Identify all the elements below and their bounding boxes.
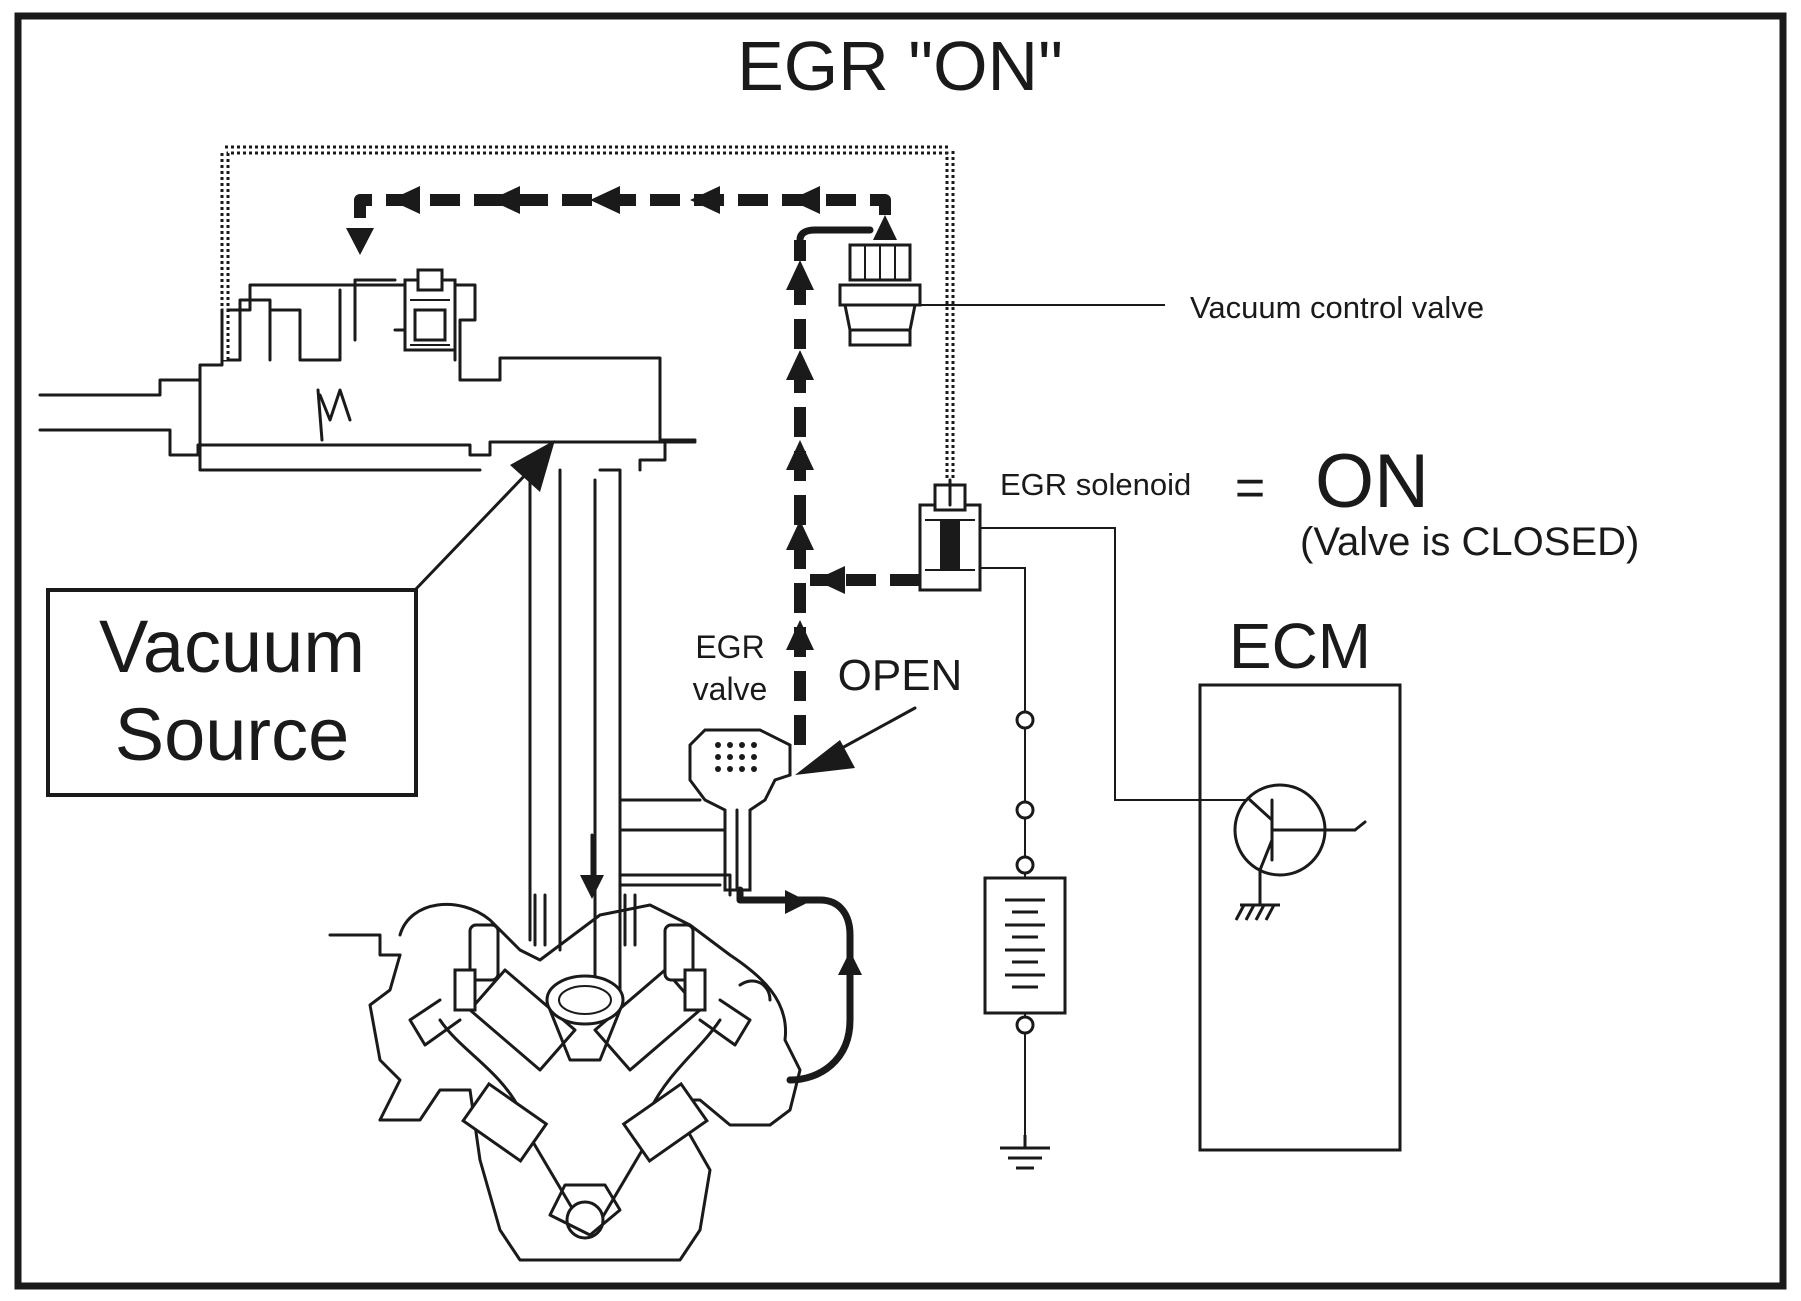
battery bbox=[983, 876, 1067, 1015]
ecm-label: ECM bbox=[1229, 610, 1371, 682]
engine-block bbox=[328, 893, 802, 1262]
vacuum-source-box bbox=[46, 588, 418, 797]
egr-solenoid bbox=[918, 478, 1250, 1135]
diagram-frame bbox=[14, 12, 1787, 1290]
vacuum-control-valve bbox=[838, 243, 1165, 347]
egr-valve bbox=[618, 728, 862, 1084]
vacuum-source-label-line2: Source bbox=[115, 693, 349, 776]
ground-symbol bbox=[1000, 1135, 1050, 1170]
intake-runners bbox=[528, 438, 722, 1002]
left-bank-injector bbox=[408, 893, 547, 1047]
valve-state-note: (Valve is CLOSED) bbox=[1300, 520, 1639, 564]
egr-solenoid-label: EGR solenoid bbox=[1000, 467, 1191, 502]
vacuum-control-valve-label: Vacuum control valve bbox=[1190, 290, 1484, 325]
intake-manifold bbox=[38, 268, 697, 472]
vacuum-source-callout bbox=[46, 440, 555, 797]
egr-valve-label-line2: valve bbox=[693, 671, 768, 707]
solenoid-on-state: ON bbox=[1315, 439, 1429, 524]
dotted-vacuum-line bbox=[220, 145, 955, 480]
vacuum-source-label-line1: Vacuum bbox=[99, 605, 365, 688]
ignition-circuit bbox=[1015, 710, 1035, 1035]
ecm-box bbox=[1198, 683, 1402, 1152]
vacuum-source-pointer bbox=[413, 468, 532, 592]
egr-open-label: OPEN bbox=[838, 651, 963, 700]
vacuum-flow-path bbox=[346, 186, 920, 745]
right-bank-injector bbox=[623, 893, 752, 1047]
diagram-title: EGR "ON" bbox=[737, 27, 1063, 105]
egr-valve-label-line1: EGR bbox=[695, 629, 764, 665]
equals-sign: = bbox=[1235, 459, 1265, 517]
